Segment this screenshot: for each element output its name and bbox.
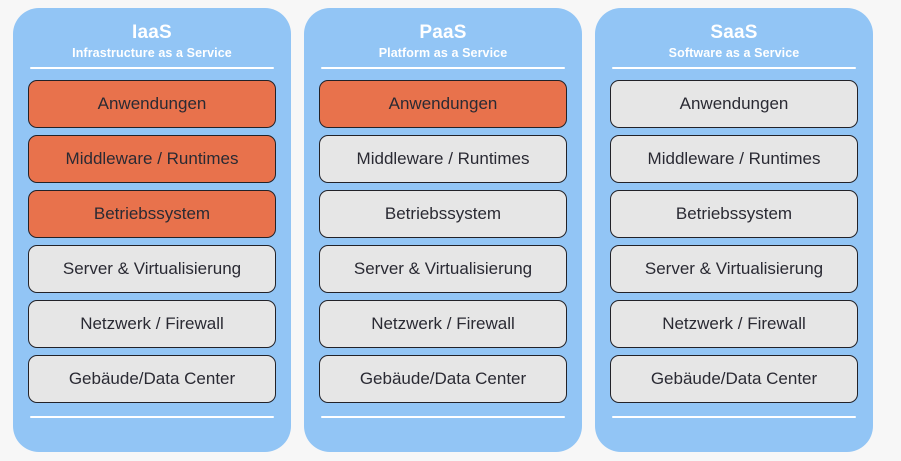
- service-model-card-saas: SaaS Software as a Service Anwendungen M…: [595, 8, 873, 452]
- layer-box-netzwerk-firewall: Netzwerk / Firewall: [319, 300, 567, 348]
- layer-stack: Anwendungen Middleware / Runtimes Betrie…: [610, 80, 858, 403]
- layer-box-server-virtualisierung: Server & Virtualisierung: [28, 245, 276, 293]
- layer-box-anwendungen: Anwendungen: [28, 80, 276, 128]
- layer-box-anwendungen: Anwendungen: [610, 80, 858, 128]
- card-header: PaaS Platform as a Service: [319, 22, 567, 69]
- layer-box-middleware-runtimes: Middleware / Runtimes: [28, 135, 276, 183]
- layer-box-anwendungen: Anwendungen: [319, 80, 567, 128]
- layer-box-netzwerk-firewall: Netzwerk / Firewall: [610, 300, 858, 348]
- card-subtitle: Software as a Service: [668, 46, 800, 60]
- footer-divider: [612, 416, 856, 418]
- header-divider: [612, 67, 856, 69]
- layer-box-betriebssystem: Betriebssystem: [28, 190, 276, 238]
- layer-stack: Anwendungen Middleware / Runtimes Betrie…: [28, 80, 276, 403]
- layer-stack: Anwendungen Middleware / Runtimes Betrie…: [319, 80, 567, 403]
- card-title: PaaS: [419, 22, 467, 43]
- footer-divider: [321, 416, 565, 418]
- service-model-card-paas: PaaS Platform as a Service Anwendungen M…: [304, 8, 582, 452]
- header-divider: [321, 67, 565, 69]
- layer-box-gebaeude-data-center: Gebäude/Data Center: [319, 355, 567, 403]
- layer-box-gebaeude-data-center: Gebäude/Data Center: [610, 355, 858, 403]
- layer-box-netzwerk-firewall: Netzwerk / Firewall: [28, 300, 276, 348]
- service-model-card-iaas: IaaS Infrastructure as a Service Anwendu…: [13, 8, 291, 452]
- layer-box-middleware-runtimes: Middleware / Runtimes: [610, 135, 858, 183]
- footer-divider: [30, 416, 274, 418]
- card-header: SaaS Software as a Service: [610, 22, 858, 69]
- card-subtitle: Infrastructure as a Service: [72, 46, 232, 60]
- card-header: IaaS Infrastructure as a Service: [28, 22, 276, 69]
- layer-box-gebaeude-data-center: Gebäude/Data Center: [28, 355, 276, 403]
- layer-box-server-virtualisierung: Server & Virtualisierung: [610, 245, 858, 293]
- header-divider: [30, 67, 274, 69]
- layer-box-server-virtualisierung: Server & Virtualisierung: [319, 245, 567, 293]
- layer-box-middleware-runtimes: Middleware / Runtimes: [319, 135, 567, 183]
- card-title: IaaS: [132, 22, 172, 43]
- layer-box-betriebssystem: Betriebssystem: [319, 190, 567, 238]
- card-title: SaaS: [710, 22, 758, 43]
- card-subtitle: Platform as a Service: [378, 46, 508, 60]
- layer-box-betriebssystem: Betriebssystem: [610, 190, 858, 238]
